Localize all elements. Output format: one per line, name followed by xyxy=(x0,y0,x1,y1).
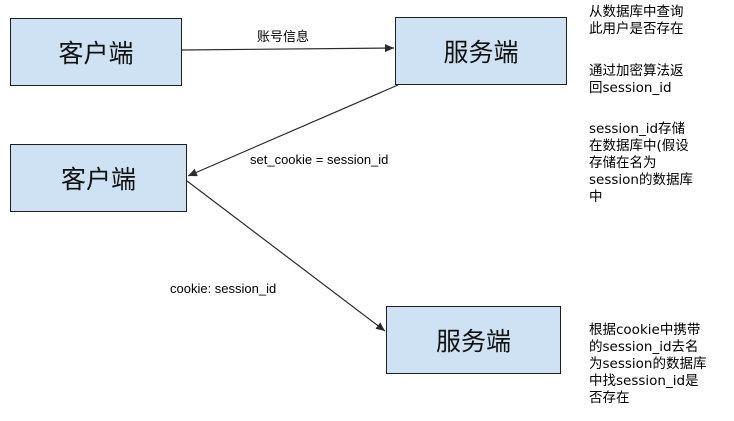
server-node-1: 服务端 xyxy=(395,17,567,85)
server-node-1-label: 服务端 xyxy=(443,38,519,67)
server-node-2: 服务端 xyxy=(386,306,561,374)
note-line: 通过加密算法返 xyxy=(589,63,684,79)
client-node-1-label: 客户端 xyxy=(58,39,134,68)
note-lookup-session-id: 根据cookie中携带 的session_id去名 为session的数据库 中… xyxy=(589,322,706,407)
edge-client2-to-server2 xyxy=(186,180,386,332)
edge-label-cookie: cookie: session_id xyxy=(170,281,277,296)
note-line: 存储在名为 xyxy=(589,155,657,171)
note-line: session的数据库 xyxy=(589,172,693,188)
note-line: 中 xyxy=(589,189,603,205)
note-line: 此用户是否存在 xyxy=(589,21,684,37)
edge-label-account-info: 账号信息 xyxy=(257,29,310,44)
edge-label-set-cookie: set_cookie = session_id xyxy=(250,152,389,167)
note-line: 在数据库中(假设 xyxy=(589,138,689,154)
client-node-1: 客户端 xyxy=(10,18,182,86)
note-line: 根据cookie中携带 xyxy=(589,322,701,338)
note-query-user: 从数据库中查询 此用户是否存在 xyxy=(589,4,684,38)
note-line: 回session_id xyxy=(589,80,672,96)
edge-client1-to-server1 xyxy=(180,44,395,53)
server-node-2-label: 服务端 xyxy=(435,327,511,356)
note-line: session_id存储 xyxy=(589,121,686,137)
client-node-2-label: 客户端 xyxy=(60,165,136,194)
note-line: 为session的数据库 xyxy=(589,356,707,372)
client-node-2: 客户端 xyxy=(10,144,187,212)
note-store-session-id: session_id存储 在数据库中(假设 存储在名为 session的数据库 … xyxy=(589,121,693,206)
note-return-session-id: 通过加密算法返 回session_id xyxy=(589,63,684,97)
note-line: 中找session_id是 xyxy=(589,373,699,389)
note-line: 的session_id去名 xyxy=(589,339,699,355)
edge-server1-to-client2 xyxy=(187,84,399,177)
note-line: 从数据库中查询 xyxy=(589,4,684,20)
note-line: 否存在 xyxy=(589,390,630,406)
